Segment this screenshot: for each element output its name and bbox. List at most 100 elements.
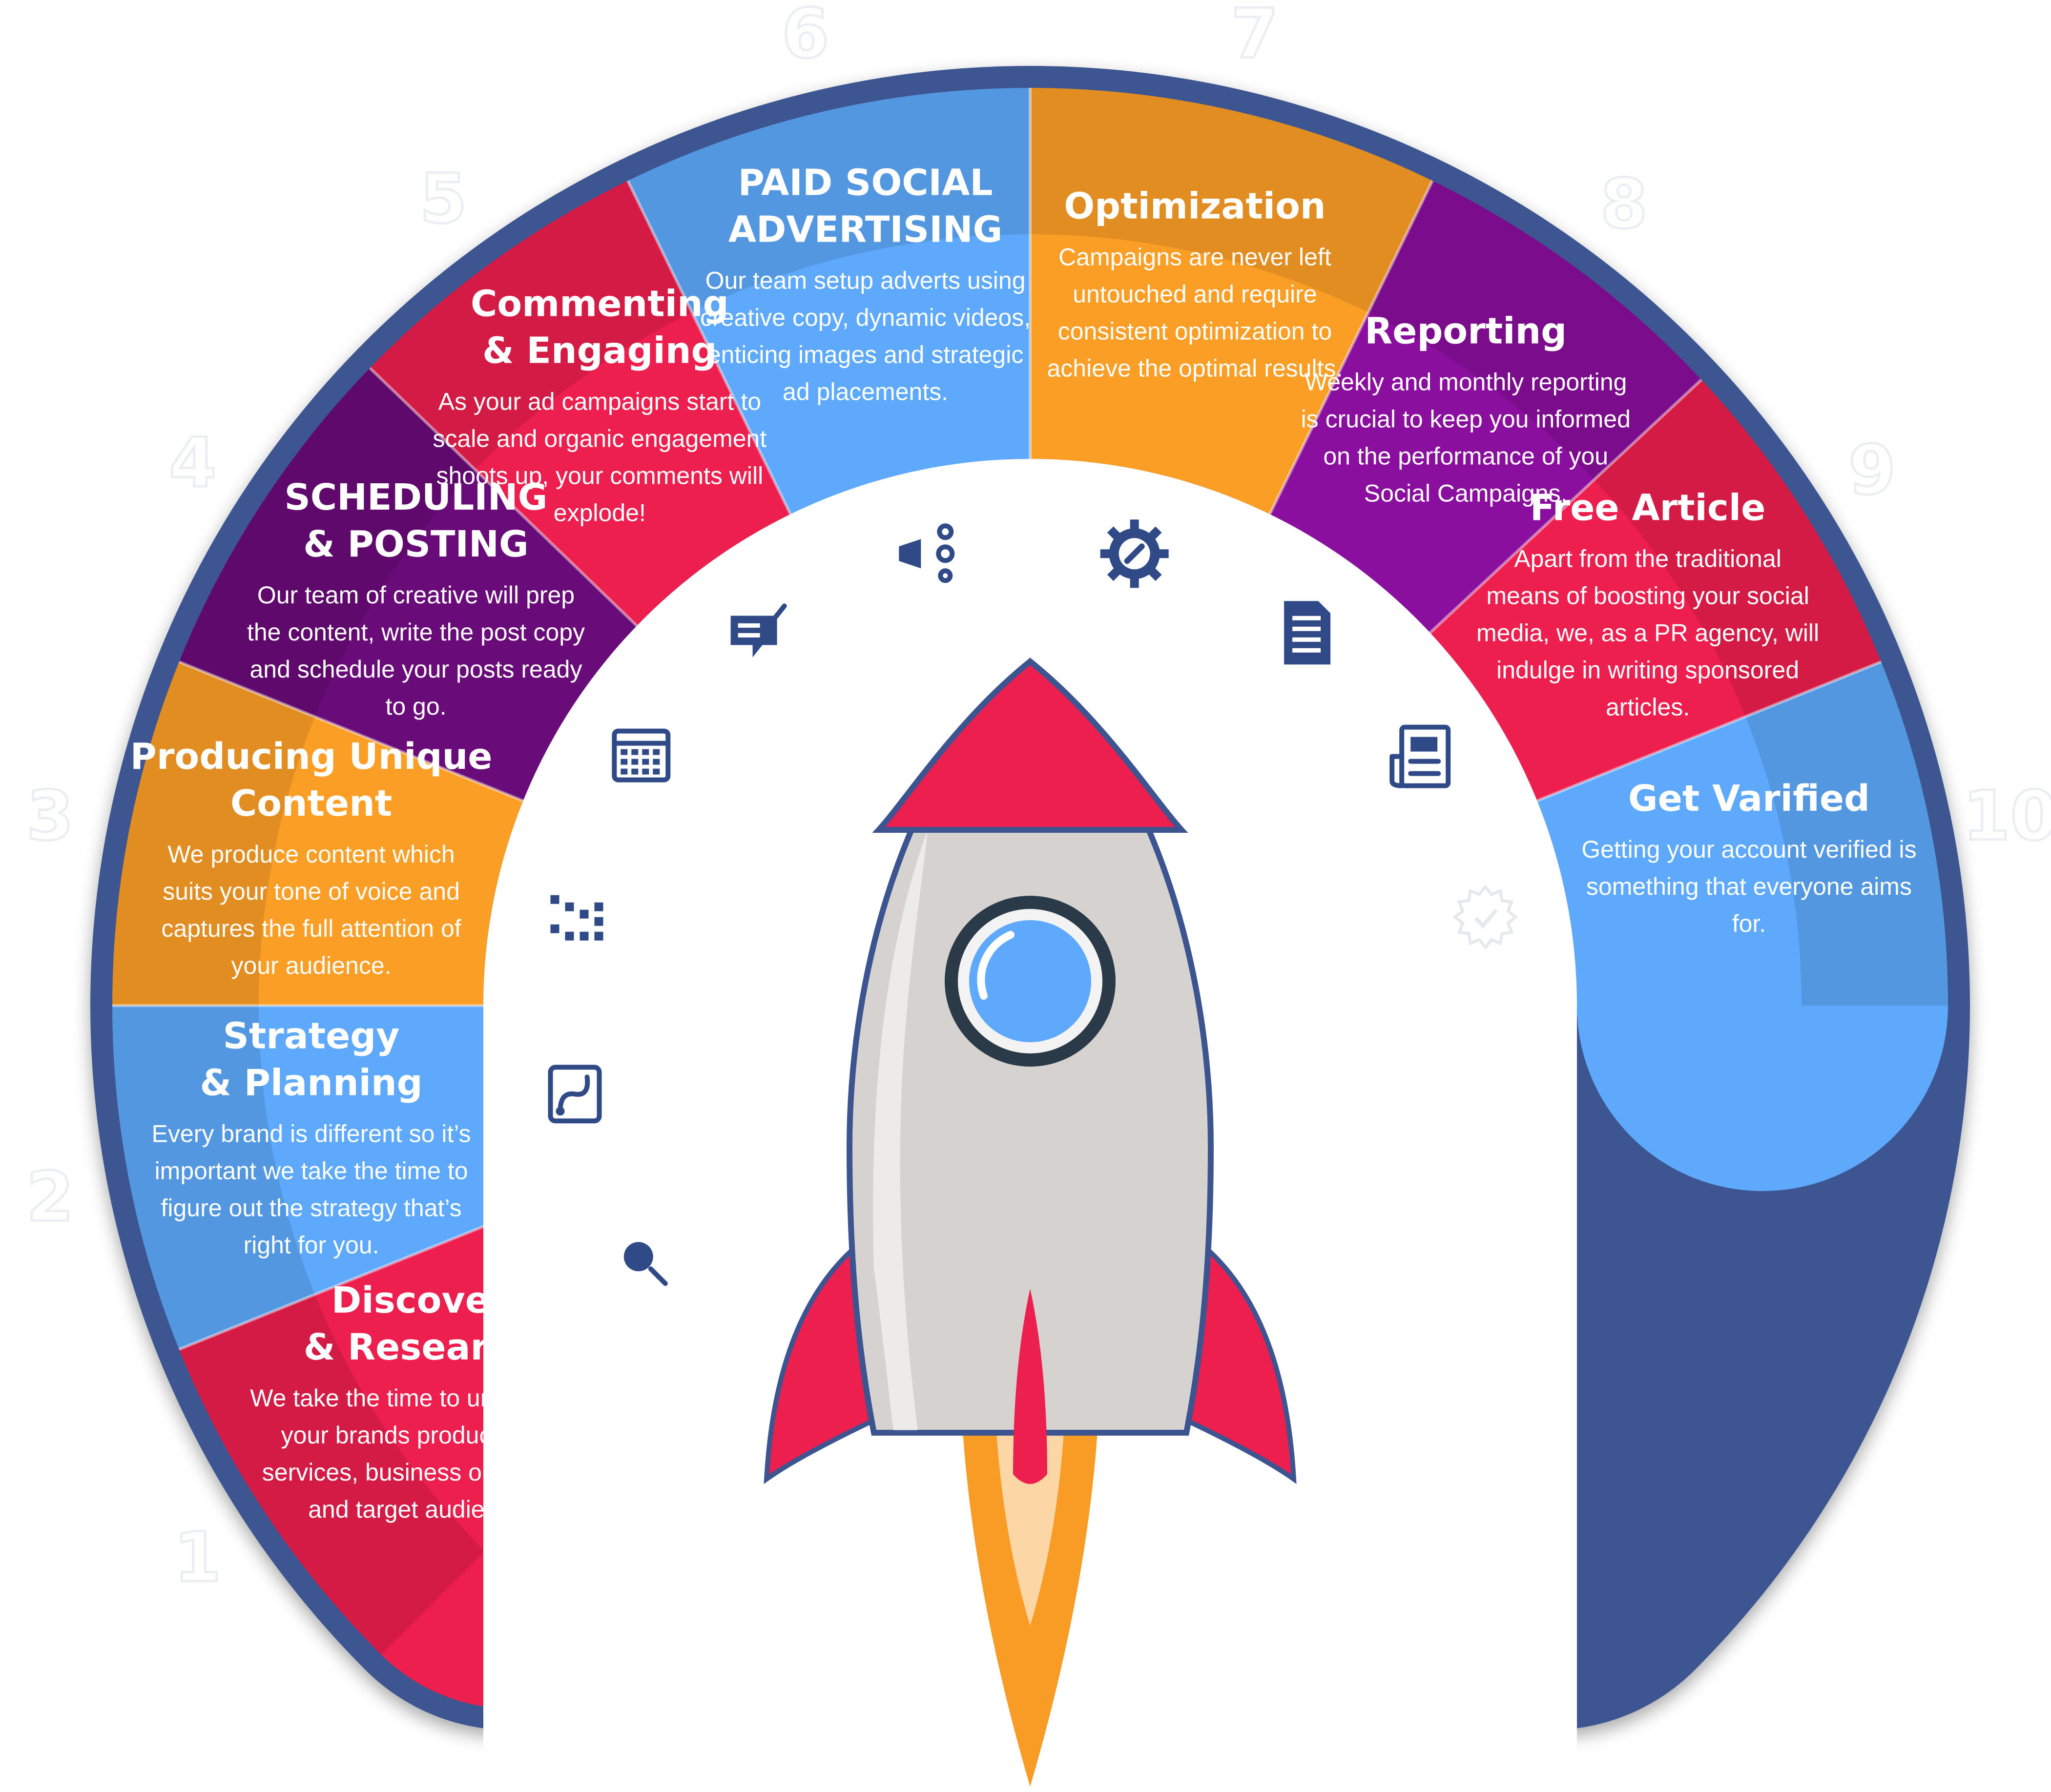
step-title: Commenting [471, 283, 729, 325]
step-description-line: right for you. [244, 1231, 379, 1258]
ghost-step-number: 9 [1848, 431, 1896, 510]
ring-segments [112, 88, 1948, 1709]
ghost-step-number: 4 [169, 423, 216, 503]
segment-shade-6 [627, 88, 1030, 312]
step-description-line: We take the time to understand [250, 1384, 589, 1412]
ghost-step-number: 2 [26, 1157, 74, 1237]
step-description-line: suits your tone of voice and [163, 878, 460, 905]
segment-shade-7 [1030, 88, 1433, 312]
step-description-line: Campaigns are never left [1058, 244, 1331, 271]
rocket-nose [872, 658, 1188, 833]
step-title: Free Article [1530, 487, 1765, 529]
step-description-line: creative copy, dynamic videos, [700, 304, 1031, 331]
segment-step-7 [1030, 88, 1433, 515]
segment-step-6 [627, 88, 1030, 515]
step-title: SCHEDULING [285, 476, 548, 518]
step-label-5: Commenting & Engaging As your ad campaigns… [433, 283, 767, 527]
step-description-line: untouched and require [1073, 281, 1317, 308]
step-description-line: for. [1732, 910, 1766, 937]
segment-shade-2 [112, 1006, 315, 1350]
segment-step-4 [179, 368, 637, 801]
step-description-line: your audience. [231, 952, 392, 979]
step-description-line: services, business objectives [262, 1459, 577, 1486]
segment-shade-5 [370, 181, 692, 470]
step-title: Optimization [1064, 185, 1326, 227]
segment-shade-9 [1594, 379, 1882, 717]
step-description-line: scale and organic engagement [433, 425, 767, 453]
step-label-6: PAID SOCIAL ADVERTISING Our team setup adv… [700, 162, 1031, 406]
segment-shade-3 [112, 661, 315, 1006]
step-description-line: Social Campaigns. [1364, 479, 1568, 507]
step-description-line: Every brand is different so it’s [152, 1120, 471, 1147]
step-title: ADVERTISING [728, 209, 1003, 251]
step-description-line: Our team setup adverts using [705, 267, 1026, 294]
step-description-line: to go. [385, 693, 446, 720]
step-description-line: captures the full attention of [161, 915, 461, 942]
calendar-icon [612, 728, 671, 783]
rocket-body-highlight [873, 830, 928, 1430]
step-description-line: indulge in writing sponsored [1496, 656, 1799, 683]
step-description-line: figure out the strategy that’s [161, 1194, 461, 1221]
step-title: PAID SOCIAL [738, 162, 993, 204]
step-description-line: and target audience. [308, 1496, 531, 1523]
ghost-step-number: 6 [782, 0, 829, 74]
step-title: & Planning [200, 1062, 422, 1104]
step-title: Reporting [1365, 310, 1567, 352]
separator-line [1429, 378, 1702, 634]
segment-step-9 [1430, 379, 1882, 801]
step-description-line: Apart from the traditional [1514, 545, 1782, 572]
step-description-line: on the performance of you [1323, 442, 1608, 470]
step-title: Content [230, 783, 392, 824]
separator-line [369, 367, 638, 627]
segment-step-3 [112, 661, 523, 1006]
separator-line [178, 660, 524, 803]
step-title: Discover [331, 1279, 508, 1321]
segment-shade-4 [179, 368, 476, 717]
ghost-step-number: 3 [26, 777, 74, 856]
separator-line [178, 1209, 524, 1351]
newspaper-icon [1389, 724, 1451, 788]
ghost-step-number: 1 [174, 1518, 221, 1598]
separator-line [1536, 660, 1882, 803]
step-title: & Engaging [482, 330, 717, 372]
step-description-line: As your ad campaigns start to [438, 388, 761, 415]
step-description-line: articles. [1606, 693, 1690, 721]
segment-shade-8 [1368, 181, 1701, 480]
rocket-illustration [764, 658, 1297, 1787]
separator-line [626, 180, 792, 515]
rocket-center-fin [1013, 1289, 1047, 1484]
ghost-step-number: 5 [419, 160, 467, 239]
step-description-line: important we take the time to [155, 1157, 468, 1184]
step-description-line: shoots up, your comments will [436, 462, 763, 490]
megaphone-icon [899, 523, 955, 583]
step-description-line: explode! [554, 499, 646, 527]
strategy-path-icon [548, 1065, 602, 1124]
step-description-line: means of boosting your social [1486, 582, 1809, 609]
step-description-line: Weekly and monthly reporting [1305, 368, 1627, 395]
rocket-flame-core [996, 1425, 1064, 1626]
step-description-line: the content, write the post copy [247, 618, 585, 646]
rocket-window-glare [977, 931, 1015, 1000]
step-description-line: enticing images and strategic [707, 341, 1024, 369]
separator-line [1268, 180, 1434, 515]
step-title: Producing Unique [130, 736, 493, 778]
step-description-line: We produce content which [167, 841, 455, 868]
ghost-step-number: 8 [1600, 165, 1648, 244]
segment-shade-1 [179, 1294, 485, 1655]
segment-separators [112, 88, 1882, 1351]
step-icons [548, 519, 1518, 1286]
segment-step-2 [112, 1006, 523, 1350]
verified-badge-icon [1452, 884, 1518, 950]
step-description-line: something that everyone aims [1586, 873, 1912, 900]
step-description-line: consistent optimization to [1058, 318, 1332, 345]
report-document-icon [1284, 601, 1331, 665]
